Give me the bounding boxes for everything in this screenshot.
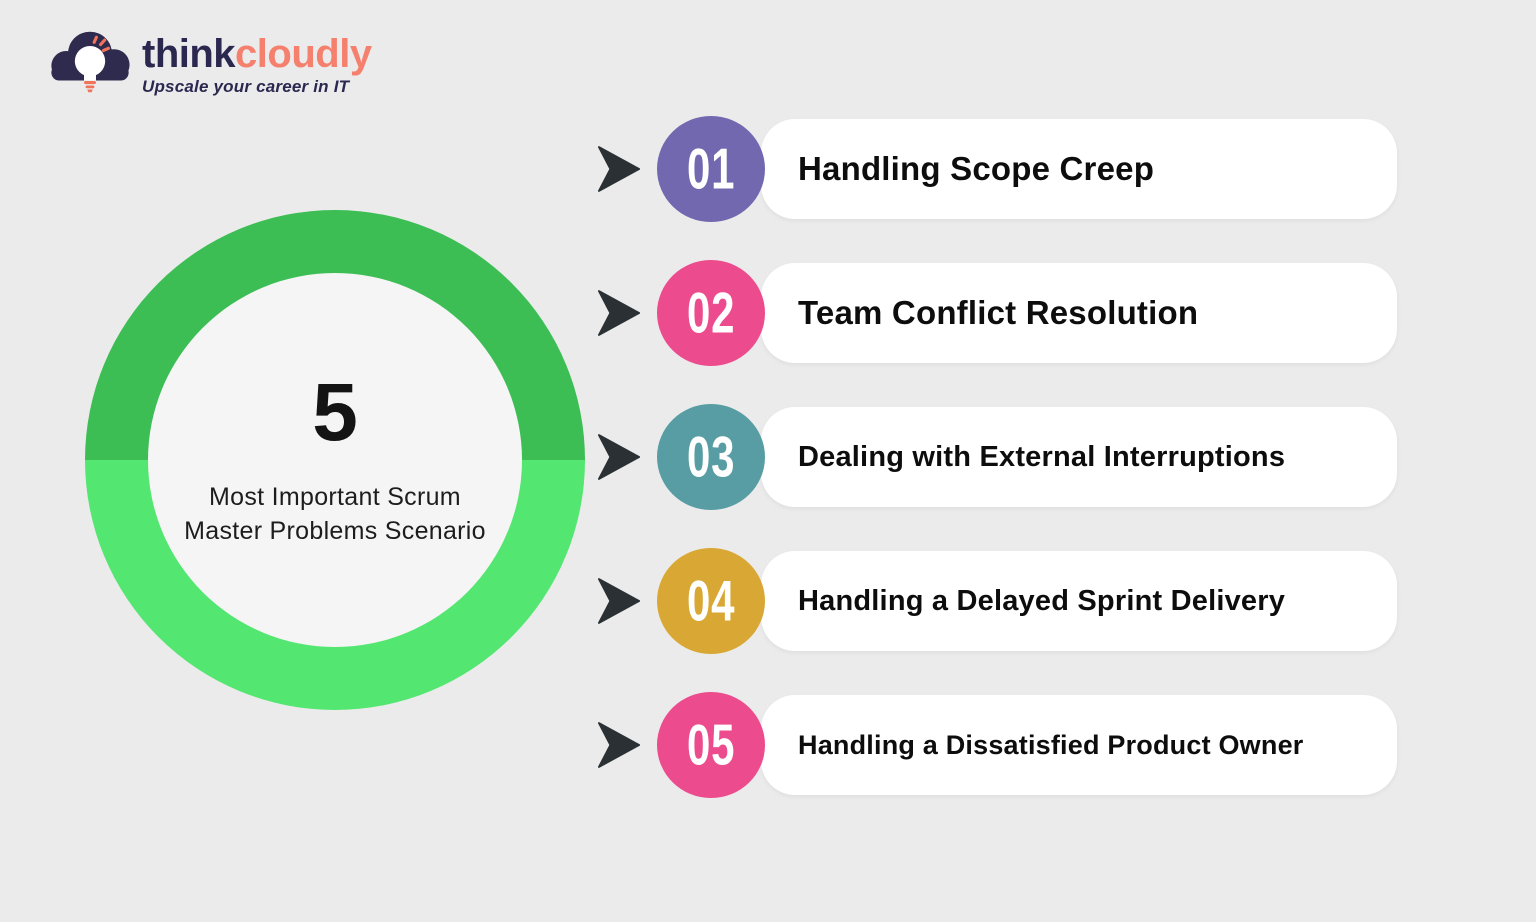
list-item: 02 Team Conflict Resolution — [598, 260, 1397, 366]
center-number: 5 — [312, 366, 358, 458]
center-donut-ring: 5 Most Important Scrum Master Problems S… — [85, 210, 585, 710]
item-number-badge: 05 — [657, 692, 765, 798]
items-list: 01 Handling Scope Creep 02 Team Conflict… — [598, 116, 1397, 836]
item-label: Handling a Delayed Sprint Delivery — [798, 584, 1286, 617]
brand-cloudly: cloudly — [235, 32, 372, 76]
item-pill: Handling Scope Creep — [761, 119, 1397, 219]
center-caption: Most Important Scrum Master Problems Sce… — [184, 480, 486, 549]
item-pill: Handling a Dissatisfied Product Owner — [761, 695, 1397, 795]
item-number-badge: 02 — [657, 260, 765, 366]
arrow-right-icon — [598, 434, 640, 480]
arrow-right-icon — [598, 578, 640, 624]
cloud-bulb-logo-icon — [51, 31, 130, 93]
item-label: Handling a Dissatisfied Product Owner — [798, 729, 1304, 760]
item-number: 02 — [686, 280, 736, 345]
arrow-right-icon — [598, 722, 640, 768]
brand-think: think — [142, 32, 236, 76]
center-donut-inner: 5 Most Important Scrum Master Problems S… — [148, 273, 522, 647]
item-pill: Team Conflict Resolution — [761, 263, 1397, 363]
item-number: 05 — [686, 712, 736, 777]
item-number-badge: 04 — [657, 548, 765, 654]
center-caption-line2: Master Problems Scenario — [184, 517, 486, 545]
brand-name: thinkcloudly — [142, 34, 372, 74]
list-item: 05 Handling a Dissatisfied Product Owner — [598, 692, 1397, 798]
list-item: 01 Handling Scope Creep — [598, 116, 1397, 222]
item-number: 04 — [686, 568, 736, 633]
item-pill: Dealing with External Interruptions — [761, 407, 1397, 507]
item-label: Handling Scope Creep — [798, 150, 1155, 187]
item-number: 03 — [686, 424, 736, 489]
center-caption-line1: Most Important Scrum — [209, 482, 461, 511]
arrow-right-icon — [598, 146, 640, 192]
logo: thinkcloudly Upscale your career in IT — [44, 26, 372, 100]
item-number: 01 — [686, 136, 736, 201]
brand-tagline: Upscale your career in IT — [142, 77, 350, 96]
item-number-badge: 01 — [657, 116, 765, 222]
item-label: Team Conflict Resolution — [798, 294, 1199, 331]
item-pill: Handling a Delayed Sprint Delivery — [761, 551, 1397, 651]
list-item: 03 Dealing with External Interruptions — [598, 404, 1397, 510]
arrow-right-icon — [598, 290, 640, 336]
list-item: 04 Handling a Delayed Sprint Delivery — [598, 548, 1397, 654]
item-number-badge: 03 — [657, 404, 765, 510]
item-label: Dealing with External Interruptions — [798, 440, 1286, 473]
